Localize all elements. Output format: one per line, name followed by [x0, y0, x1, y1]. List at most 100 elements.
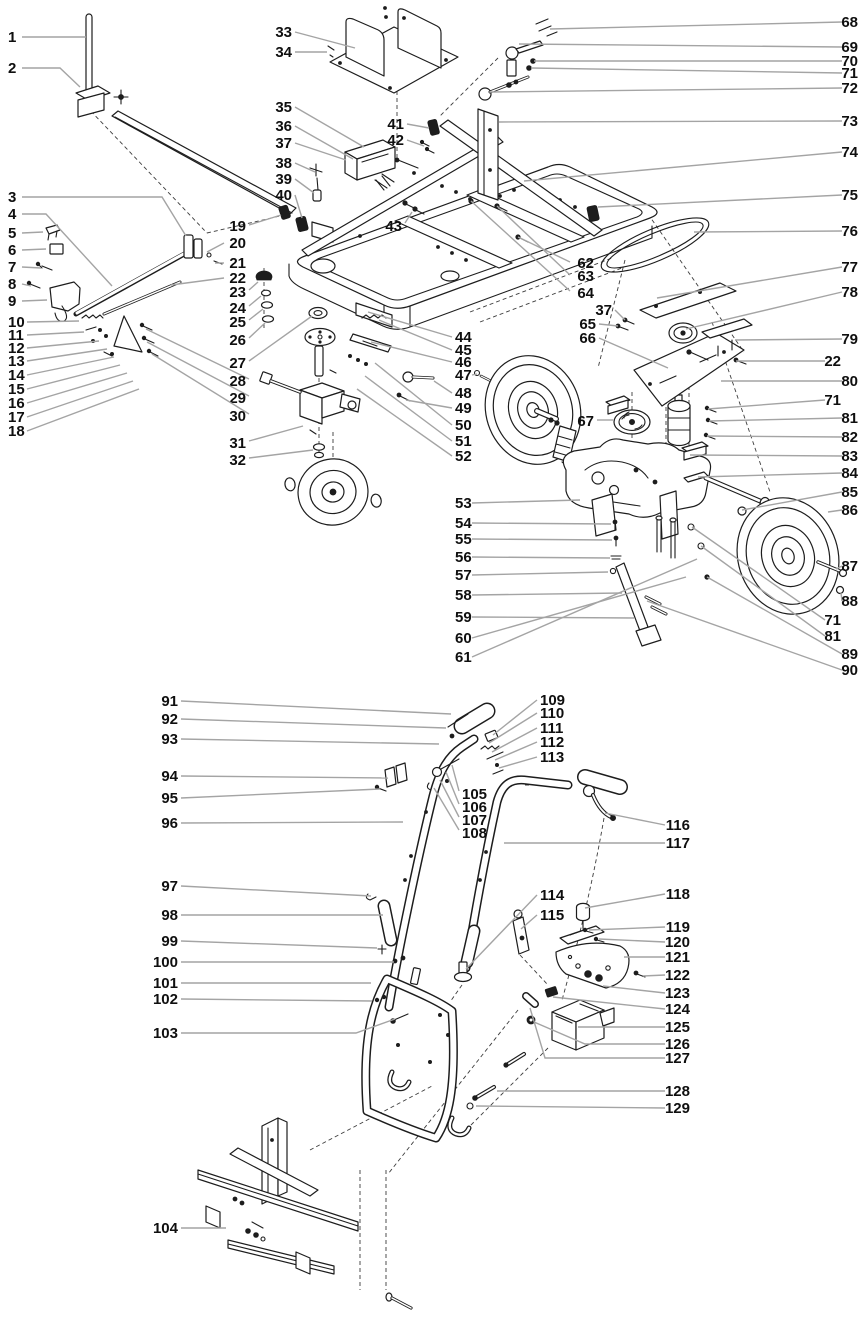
leader-line-61 — [471, 558, 698, 658]
part-callout-46: 46 — [455, 354, 472, 371]
part-callout-5: 5 — [8, 225, 16, 242]
leader-line-46 — [370, 341, 453, 363]
leader-line-85 — [741, 491, 843, 511]
part-callout-71: 71 — [841, 65, 858, 82]
part-callout-60: 60 — [455, 630, 472, 647]
part-callout-7: 7 — [8, 259, 16, 276]
part-callout-35: 35 — [275, 99, 292, 116]
part-callout-100: 100 — [153, 954, 178, 971]
part-callout-78: 78 — [841, 284, 858, 301]
leader-line-94 — [180, 775, 389, 779]
leader-line-37 — [294, 142, 347, 161]
leader-line-69 — [518, 43, 843, 48]
part-callout-16: 16 — [8, 395, 25, 412]
part-callout-66: 66 — [579, 330, 596, 347]
leader-line-82 — [706, 435, 843, 438]
leader-line-71 — [707, 399, 826, 410]
part-callout-71: 71 — [824, 392, 841, 409]
leader-line-24 — [248, 295, 262, 307]
leader-line-84 — [697, 472, 843, 478]
leader-line-126 — [533, 1021, 665, 1045]
leader-line-81 — [708, 417, 843, 422]
part-callout-29: 29 — [229, 390, 246, 407]
leader-line-33 — [294, 31, 356, 49]
leader-line-112 — [494, 741, 538, 761]
part-callout-104: 104 — [153, 1220, 179, 1237]
part-callout-47: 47 — [455, 367, 472, 384]
leader-line-68 — [549, 21, 843, 30]
part-callout-86: 86 — [841, 502, 858, 519]
part-callout-81: 81 — [824, 628, 841, 645]
part-callout-28: 28 — [229, 373, 246, 390]
drive-belt — [600, 217, 710, 273]
leader-line-105 — [451, 764, 460, 792]
part-callout-36: 36 — [275, 118, 292, 135]
part-callout-126: 126 — [665, 1036, 690, 1053]
part-callout-30: 30 — [229, 408, 246, 425]
leader-line-76 — [693, 230, 843, 233]
part-callout-20: 20 — [229, 235, 246, 252]
leader-line-103 — [181, 1018, 396, 1034]
part-callout-122: 122 — [665, 967, 690, 984]
part-callout-76: 76 — [841, 223, 858, 240]
part-callout-103: 103 — [153, 1025, 178, 1042]
leader-line-44 — [367, 311, 453, 338]
part-callout-117: 117 — [666, 835, 690, 852]
leader-line-3 — [22, 196, 187, 237]
leader-line-86 — [827, 509, 843, 513]
leader-line-54 — [471, 522, 612, 525]
motor-mount-plate — [633, 332, 745, 407]
part-callout-38: 38 — [275, 155, 292, 172]
leader-line-129 — [475, 1105, 666, 1109]
part-callout-82: 82 — [841, 429, 858, 446]
part-callout-110: 110 — [540, 705, 564, 722]
leader-line-6 — [21, 248, 47, 251]
leader-line-30 — [151, 353, 250, 415]
part-callout-23: 23 — [229, 284, 246, 301]
part-callout-58: 58 — [455, 587, 472, 604]
leader-line-12 — [26, 340, 100, 349]
part-callout-75: 75 — [841, 187, 858, 204]
part-callout-118: 118 — [666, 886, 690, 903]
lower-frame-loop — [361, 967, 472, 1143]
transaxle — [562, 438, 771, 540]
bumper-pad — [586, 205, 600, 222]
part-callout-24: 24 — [229, 300, 246, 317]
leader-line-74 — [523, 151, 843, 182]
leader-line-49 — [405, 399, 453, 409]
leader-line-108 — [433, 787, 460, 831]
starter-motor — [667, 394, 691, 447]
leader-line-89 — [706, 576, 843, 655]
leader-line-60 — [471, 576, 687, 639]
upper-assembly-drawing — [26, 6, 848, 647]
leader-line-65 — [598, 323, 619, 327]
part-callout-74: 74 — [841, 144, 858, 161]
caster-hardware-cluster — [478, 18, 558, 101]
part-callout-70: 70 — [841, 53, 858, 70]
leader-line-15 — [26, 364, 121, 390]
leader-line-17 — [26, 380, 134, 418]
part-callout-128: 128 — [665, 1083, 690, 1100]
leader-line-27 — [248, 315, 313, 362]
leader-line-20 — [206, 242, 225, 253]
part-callout-124: 124 — [665, 1001, 691, 1018]
pivot-rod — [73, 234, 223, 317]
leader-line-123 — [602, 985, 666, 994]
frame-bolts — [466, 1052, 526, 1110]
part-callout-97: 97 — [161, 878, 178, 895]
part-callout-27: 27 — [229, 355, 246, 372]
leader-line-81 — [700, 545, 826, 637]
part-callout-22: 22 — [824, 353, 841, 370]
leader-line-118 — [584, 893, 666, 909]
part-callout-93: 93 — [161, 731, 178, 748]
leader-line-78 — [685, 291, 843, 330]
leader-line-87 — [835, 565, 843, 570]
part-callout-96: 96 — [161, 815, 178, 832]
detent-hardware — [347, 302, 499, 402]
leader-line-64 — [470, 200, 571, 292]
part-callout-89: 89 — [841, 646, 858, 663]
leader-line-36 — [294, 125, 354, 160]
leader-line-95 — [180, 788, 381, 799]
caster-wheel — [284, 458, 382, 526]
leader-line-9 — [21, 299, 48, 302]
